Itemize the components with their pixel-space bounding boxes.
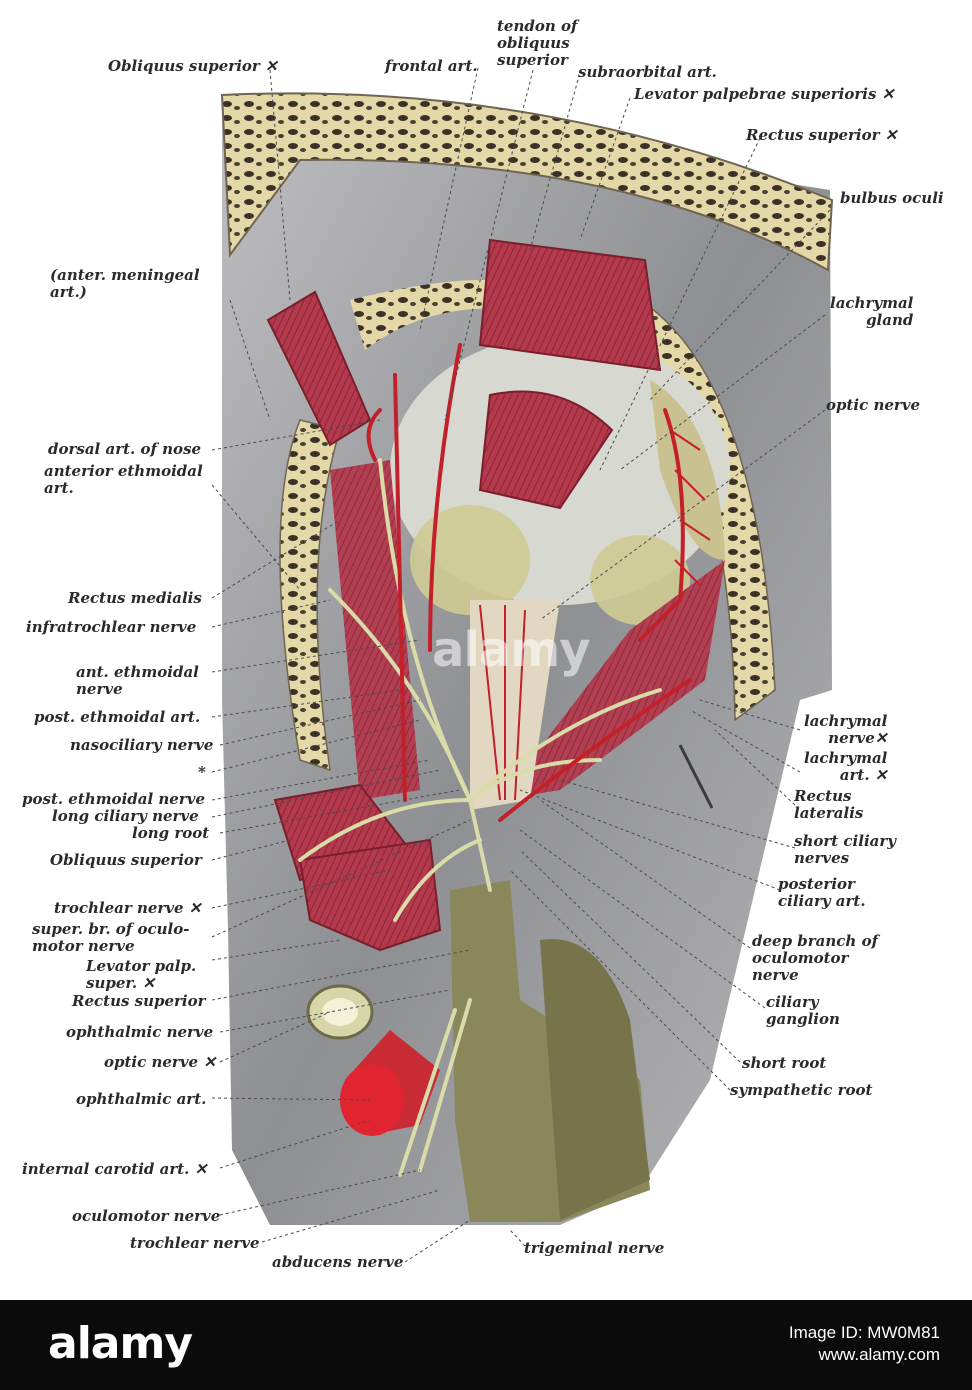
label-dorsal-art-nose: dorsal art. of nose: [48, 440, 202, 458]
label-ophthalmic-nerve: ophthalmic nerve: [66, 1023, 214, 1041]
stock-footer: alamy Image ID: MW0M81 www.alamy.com: [0, 1300, 972, 1390]
label-internal-carotid-art: internal carotid art. ✕: [22, 1160, 208, 1178]
dissection-pin: [678, 744, 714, 809]
label-ciliary-ganglion: ciliary ganglion: [766, 993, 840, 1028]
label-posterior-ciliary-art: posterior ciliary art.: [778, 875, 866, 910]
arteries: [366, 343, 692, 822]
orbital-fat: [410, 505, 530, 615]
rectus-superior-cut-end: [298, 838, 442, 952]
alamy-logo: alamy: [48, 1318, 193, 1369]
label-sympathetic-root: sympathetic root: [730, 1081, 873, 1099]
label-rectus-lateralis: Rectus lateralis: [794, 787, 864, 822]
label-nasociliary-nerve: nasociliary nerve: [70, 736, 214, 754]
obliquus-superior-muscle-top: [266, 290, 372, 447]
label-long-root: long root: [132, 824, 210, 842]
medial-orbital-wall: [279, 419, 341, 772]
label-bulbus-oculi: bulbus oculi: [840, 189, 944, 207]
optic-nerve-bundle: [470, 600, 560, 810]
label-lachrymal-nerve: lachrymal nerve✕: [804, 712, 888, 747]
nerves: [298, 458, 662, 1177]
image-id: Image ID: MW0M81: [788, 1323, 940, 1342]
label-subraorbital-art: subraorbital art.: [578, 63, 717, 81]
label-rectus-superior-top: Rectus superior ✕: [746, 126, 898, 144]
label-post-ethmoidal-nerve: post. ethmoidal nerve: [22, 790, 206, 808]
label-rectus-superior-left: Rectus superior: [72, 992, 206, 1010]
watermark: alamy: [432, 622, 591, 678]
label-trochlear-nerve-cross: trochlear nerve ✕: [54, 899, 202, 917]
leader-lines: [211, 67, 831, 1263]
label-infratrochlear-nerve: infratrochlear nerve: [26, 618, 197, 636]
label-anter-meningeal: (anter. meningeal art.): [50, 266, 200, 301]
label-abducens-nerve: abducens nerve: [272, 1253, 404, 1271]
rectus-lateralis-muscle: [500, 560, 725, 800]
label-rectus-medialis: Rectus medialis: [68, 589, 202, 607]
orbit-illustration: [211, 67, 834, 1263]
levator-palpebrae-muscle: [478, 238, 662, 372]
label-frontal-art: frontal art.: [385, 57, 478, 75]
artery-branches: [669, 429, 711, 586]
label-trochlear-nerve-bottom: trochlear nerve: [130, 1234, 260, 1252]
label-levator-top: Levator palpebrae superioris ✕: [634, 85, 895, 103]
anatomy-plate: alamy Obliquus superior ✕ frontal art. t…: [22, 17, 944, 1271]
rectus-superior-tendon: [478, 390, 614, 510]
label-optic-nerve-right: optic nerve: [826, 396, 921, 414]
label-super-br-oculomotor: super. br. of oculo- motor nerve: [32, 920, 190, 955]
orbital-roof-bone: [220, 92, 834, 272]
label-short-ciliary-nerves: short ciliary nerves: [794, 832, 896, 867]
label-short-root: short root: [742, 1054, 827, 1072]
label-ant-ethmoidal-nerve: ant. ethmoidal nerve: [76, 663, 199, 698]
label-anterior-ethmoidal-art: anterior ethmoidal art.: [44, 462, 203, 497]
label-long-ciliary-nerve: long ciliary nerve: [52, 807, 199, 825]
label-post-ethmoidal-art: post. ethmoidal art.: [34, 708, 201, 726]
label-levator-palp-super: Levator palp. super. ✕: [86, 957, 197, 992]
trigeminal-ganglion: [540, 939, 650, 1220]
label-ophthalmic-art: ophthalmic art.: [76, 1090, 207, 1108]
label-obliquus-superior-top: Obliquus superior ✕: [108, 57, 278, 75]
label-tendon-obliquus: tendon of obliquus superior: [497, 17, 578, 69]
site-url: www.alamy.com: [818, 1345, 940, 1364]
label-asterisk: *: [198, 763, 206, 781]
label-obliquus-superior-left: Obliquus superior: [50, 851, 202, 869]
label-trigeminal-nerve: trigeminal nerve: [524, 1239, 665, 1257]
footer-info: Image ID: MW0M81 www.alamy.com: [789, 1322, 940, 1366]
label-deep-branch-oculomotor: deep branch of oculomotor nerve: [752, 932, 879, 984]
label-optic-nerve-left: optic nerve ✕: [104, 1053, 216, 1071]
label-lachrymal-art: lachrymal art. ✕: [804, 749, 888, 784]
label-oculomotor-nerve: oculomotor nerve: [72, 1207, 221, 1225]
label-lachrymal-gland: lachrymal gland: [830, 294, 914, 329]
